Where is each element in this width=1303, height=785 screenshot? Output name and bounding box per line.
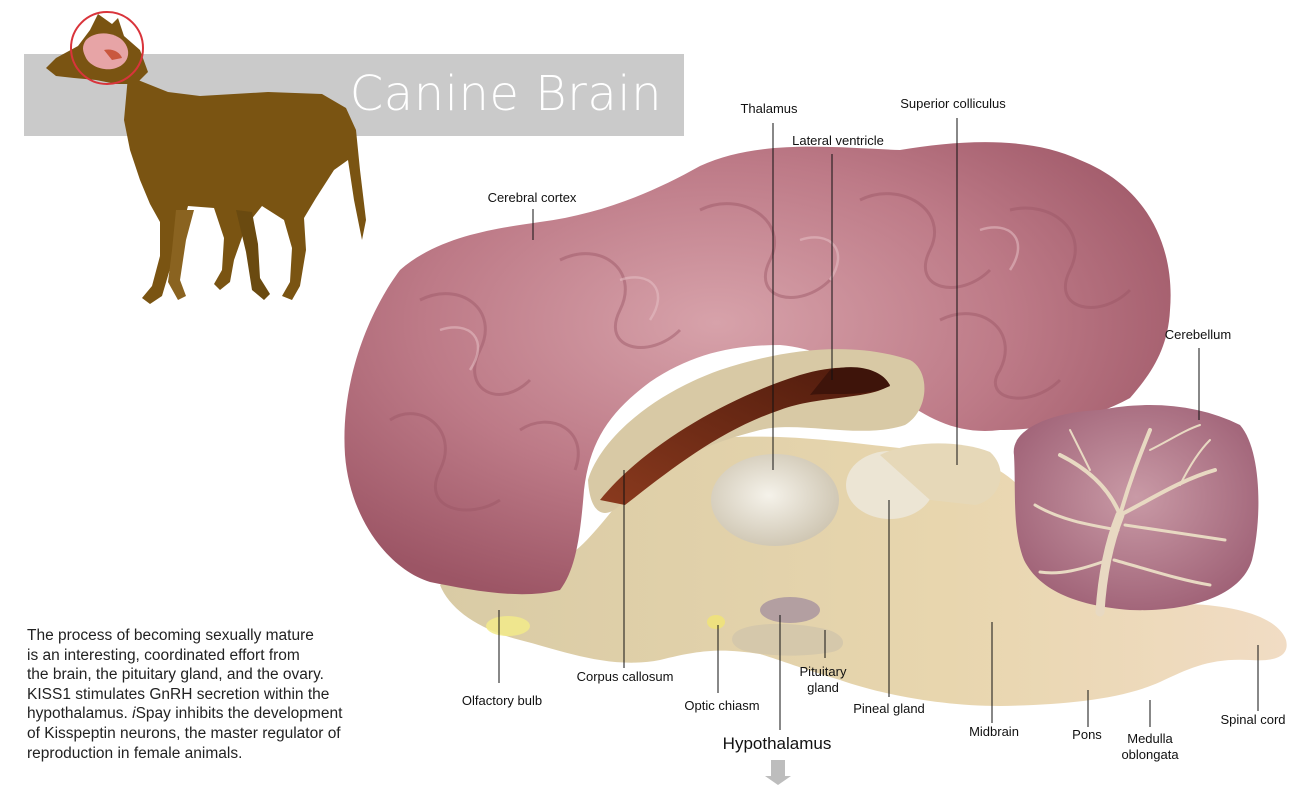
label-optic-chiasm: Optic chiasm xyxy=(684,698,759,714)
label-midbrain: Midbrain xyxy=(969,724,1019,740)
description-line: The process of becoming sexually mature xyxy=(27,626,417,646)
label-medulla-line2: oblongata xyxy=(1121,747,1178,763)
label-lateral-ventricle: Lateral ventricle xyxy=(792,133,884,149)
label-medulla-line1: Medulla xyxy=(1121,731,1178,747)
description-text: hypothalamus. xyxy=(27,705,132,722)
label-pituitary-line1: Pituitary xyxy=(800,664,847,680)
dog-silhouette xyxy=(46,12,366,304)
description-line: is an interesting, coordinated effort fr… xyxy=(27,646,417,666)
description-paragraph: The process of becoming sexually mature … xyxy=(27,626,417,763)
label-superior-colliculus: Superior colliculus xyxy=(900,96,1006,112)
label-thalamus: Thalamus xyxy=(740,101,797,117)
label-corpus-callosum: Corpus callosum xyxy=(577,669,674,685)
label-hypothalamus: Hypothalamus xyxy=(723,736,832,752)
label-pituitary-gland: Pituitary gland xyxy=(800,664,847,696)
label-olfactory-bulb: Olfactory bulb xyxy=(462,693,542,709)
label-pineal-gland: Pineal gland xyxy=(853,701,925,717)
label-medulla-oblongata: Medulla oblongata xyxy=(1121,731,1178,763)
description-line: KISS1 stimulates GnRH secretion within t… xyxy=(27,685,417,705)
description-line: the brain, the pituitary gland, and the … xyxy=(27,665,417,685)
label-cerebellum: Cerebellum xyxy=(1165,327,1231,343)
label-pons: Pons xyxy=(1072,727,1102,743)
thalamus-shape xyxy=(711,454,839,546)
description-line: hypothalamus. iSpay inhibits the develop… xyxy=(27,704,417,724)
label-spinal-cord: Spinal cord xyxy=(1220,712,1285,728)
label-cerebral-cortex: Cerebral cortex xyxy=(488,190,577,206)
label-pituitary-line2: gland xyxy=(800,680,847,696)
description-line: reproduction in female animals. xyxy=(27,744,417,764)
description-line: of Kisspeptin neurons, the master regula… xyxy=(27,724,417,744)
description-text: Spay inhibits the development xyxy=(136,705,343,722)
